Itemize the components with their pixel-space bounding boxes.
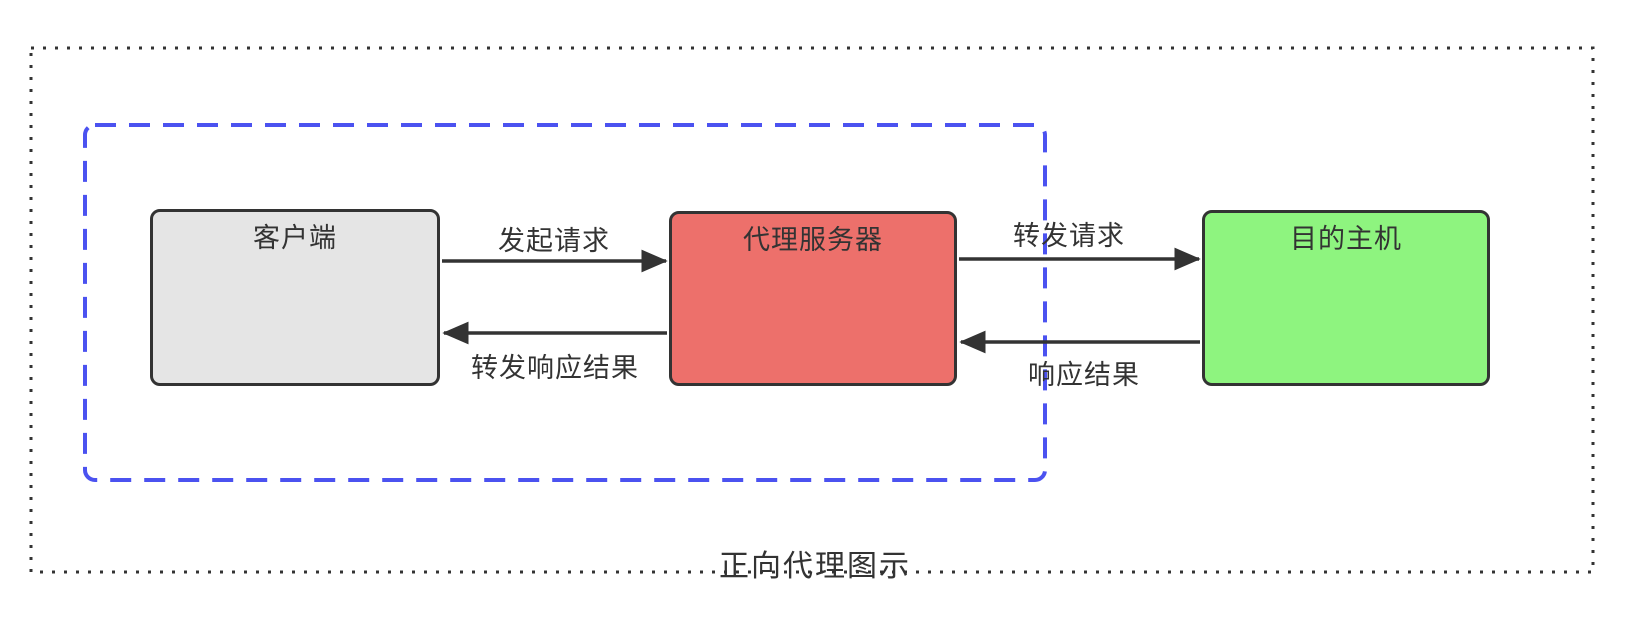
node-client: 客户端 <box>150 209 440 386</box>
node-destination-host-label: 目的主机 <box>1290 224 1402 254</box>
arrow-label-response: 响应结果 <box>1028 360 1140 390</box>
node-proxy-server-label: 代理服务器 <box>743 225 883 255</box>
arrow-label-forward-request: 转发请求 <box>1013 221 1125 251</box>
proxy-group-dashed-border <box>83 123 1047 482</box>
arrow-label-forward-response: 转发响应结果 <box>471 353 639 383</box>
diagram-title: 正向代理图示 <box>719 550 911 583</box>
arrow-label-request: 发起请求 <box>498 226 610 256</box>
node-destination-host: 目的主机 <box>1202 210 1490 386</box>
node-client-label: 客户端 <box>253 223 337 253</box>
outer-dotted-border <box>29 46 1595 574</box>
node-proxy-server: 代理服务器 <box>669 211 957 386</box>
